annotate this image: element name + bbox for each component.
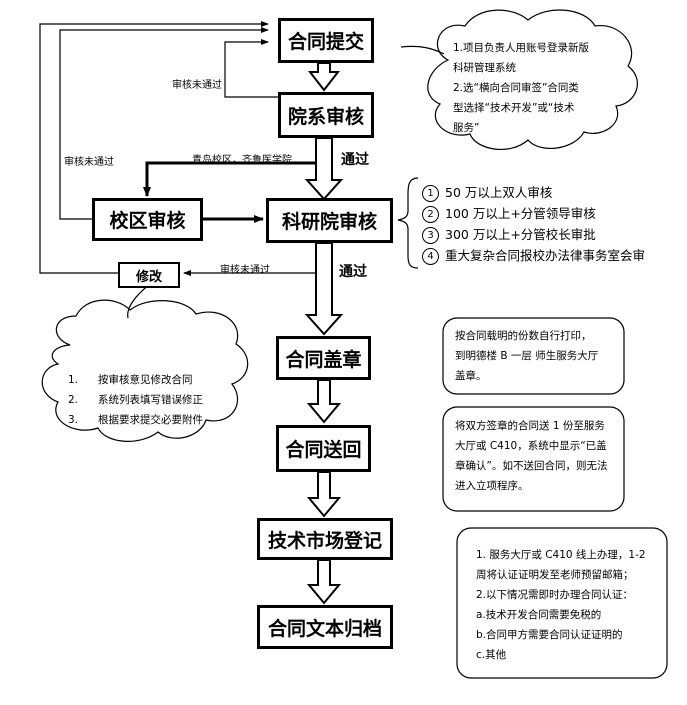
note-line: 服务” [453,122,480,134]
submit-note-text: 1.项目负责人用账号登录新版 科研管理系统 2.选“横向合同审签”合同类 型选择… [453,38,623,138]
item-number: 3. [68,414,79,426]
node-dept-review: 院系审核 [278,92,374,138]
note-line: 2.以下情况需即时办理合同认证： [476,589,634,601]
approval-rule-2: 2 100 万以上+分管领导审核 [422,203,596,224]
item-text: 按审核意见修改合同 [98,374,193,386]
item-text: 系统列表填写错误修正 [98,394,203,406]
rule-text: 300 万以上+分管校长审批 [445,227,596,242]
note-line: 型选择“技术开发”或“技术 [453,102,575,114]
note-line: 盖章。 [455,370,487,382]
note-line: 大厅或 C410，系统中显示“已盖 [455,440,607,452]
note-line: 1.项目负责人用账号登录新版 [453,42,590,54]
label-passed-research: 通过 [339,264,367,280]
node-contract-return: 合同送回 [276,425,371,472]
rule-text: 重大复杂合同报校办法律事务室会审 [445,248,646,263]
note-line: a.技术开发合同需要免税的 [476,609,602,621]
note-line: 按合同载明的份数自行打印， [455,330,592,342]
register-note-text: 1. 服务大厅或 C410 线上办理，1-2 周将认证证明发至老师预留邮箱； 2… [476,545,664,665]
note-line: 章确认”。如不送回合同，则无法 [455,460,608,472]
label-not-passed-campus: 审核未通过 [64,157,114,168]
note-line: 1. 服务大厅或 C410 线上办理，1-2 [476,549,646,561]
node-contract-submit: 合同提交 [278,18,374,63]
note-line: 科研管理系统 [453,62,516,74]
circled-number: 2 [422,206,439,223]
label-campus-branch: 青岛校区，齐鲁医学院 [192,155,292,166]
circled-number: 4 [422,248,439,265]
node-archive: 合同文本归档 [257,605,393,649]
rules-brace [397,177,419,269]
node-revise: 修改 [118,262,180,288]
approval-rule-4: 4 重大复杂合同报校办法律事务室会审 [422,245,645,266]
circled-number: 1 [422,185,439,202]
node-market-register: 技术市场登记 [257,518,393,560]
rule-text: 100 万以上+分管领导审核 [445,206,596,221]
item-number: 2. [68,394,79,406]
item-number: 1. [68,374,79,386]
node-contract-seal: 合同盖章 [276,336,371,380]
revise-note-cloud [41,299,249,442]
submit-note-cloud [427,9,638,150]
return-note-text: 将双方签章的合同送 1 份至服务 大厅或 C410，系统中显示“已盖 章确认”。… [455,416,620,496]
revise-note-item-3: 3. 根据要求提交必要附件 [68,410,203,430]
approval-rule-3: 3 300 万以上+分管校长审批 [422,224,596,245]
note-line: 到明德楼 B 一层 师生服务大厅 [455,350,599,362]
note-line: b.合同甲方需要合同认证证明的 [476,629,623,641]
label-not-passed-dept: 审核未通过 [172,80,222,91]
note-line: c.其他 [476,649,507,661]
node-campus-review: 校区审核 [92,198,203,241]
seal-note-text: 按合同载明的份数自行打印， 到明德楼 B 一层 师生服务大厅 盖章。 [455,326,620,386]
note-line: 2.选“横向合同审签”合同类 [453,82,579,94]
revise-note-item-1: 1. 按审核意见修改合同 [68,370,193,390]
note-line: 周将认证证明发至老师预留邮箱； [476,569,634,581]
note-line: 将双方签章的合同送 1 份至服务 [455,420,605,432]
approval-rule-1: 1 50 万以上双人审核 [422,182,552,203]
label-passed-dept: 通过 [341,152,369,168]
register-note-box [456,527,668,679]
label-not-passed-research: 审核未通过 [220,265,270,276]
rule-text: 50 万以上双人审核 [445,185,553,200]
seal-note-box [442,317,625,395]
return-note-box [442,406,625,512]
item-text: 根据要求提交必要附件 [98,414,203,426]
note-line: 进入立项程序。 [455,480,529,492]
circled-number: 3 [422,227,439,244]
revise-note-item-2: 2. 系统列表填写错误修正 [68,390,203,410]
node-research-review: 科研院审核 [266,198,393,243]
